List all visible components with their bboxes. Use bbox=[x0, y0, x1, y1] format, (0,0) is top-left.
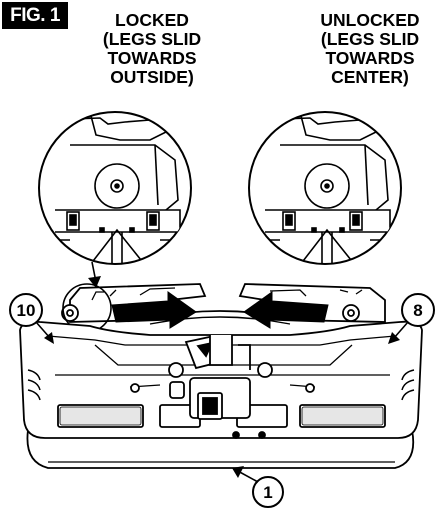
locked-caption: LOCKED (LEGS SLID TOWARDS OUTSIDE) bbox=[82, 11, 222, 87]
unlocked-caption-line: UNLOCKED bbox=[320, 10, 420, 30]
locked-caption-line: OUTSIDE) bbox=[110, 67, 194, 87]
locked-detail-view bbox=[38, 111, 192, 265]
unlocked-caption-line: (LEGS SLID bbox=[320, 29, 420, 49]
callout-8: 8 bbox=[388, 293, 435, 344]
callout-8-label: 8 bbox=[413, 301, 422, 320]
unlocked-detail-view bbox=[248, 111, 402, 265]
locked-caption-line: TOWARDS bbox=[107, 48, 197, 68]
callout-10-label: 10 bbox=[17, 301, 36, 320]
slide-arrow-outward bbox=[111, 291, 197, 329]
callout-1: 1 bbox=[232, 466, 284, 508]
tray-assembly bbox=[19, 283, 423, 469]
slide-arrow-inward bbox=[243, 291, 329, 329]
locked-caption-line: LOCKED bbox=[115, 10, 189, 30]
callout-10: 10 bbox=[9, 293, 54, 344]
unlocked-caption-line: TOWARDS bbox=[325, 48, 415, 68]
unlocked-caption: UNLOCKED (LEGS SLID TOWARDS CENTER) bbox=[300, 11, 440, 87]
locked-caption-line: (LEGS SLID bbox=[102, 29, 202, 49]
detail-leader-arrowhead bbox=[88, 276, 101, 288]
figure-label: FIG. 1 bbox=[2, 2, 68, 29]
unlocked-caption-line: CENTER) bbox=[331, 67, 409, 87]
callout-1-label: 1 bbox=[263, 483, 272, 502]
